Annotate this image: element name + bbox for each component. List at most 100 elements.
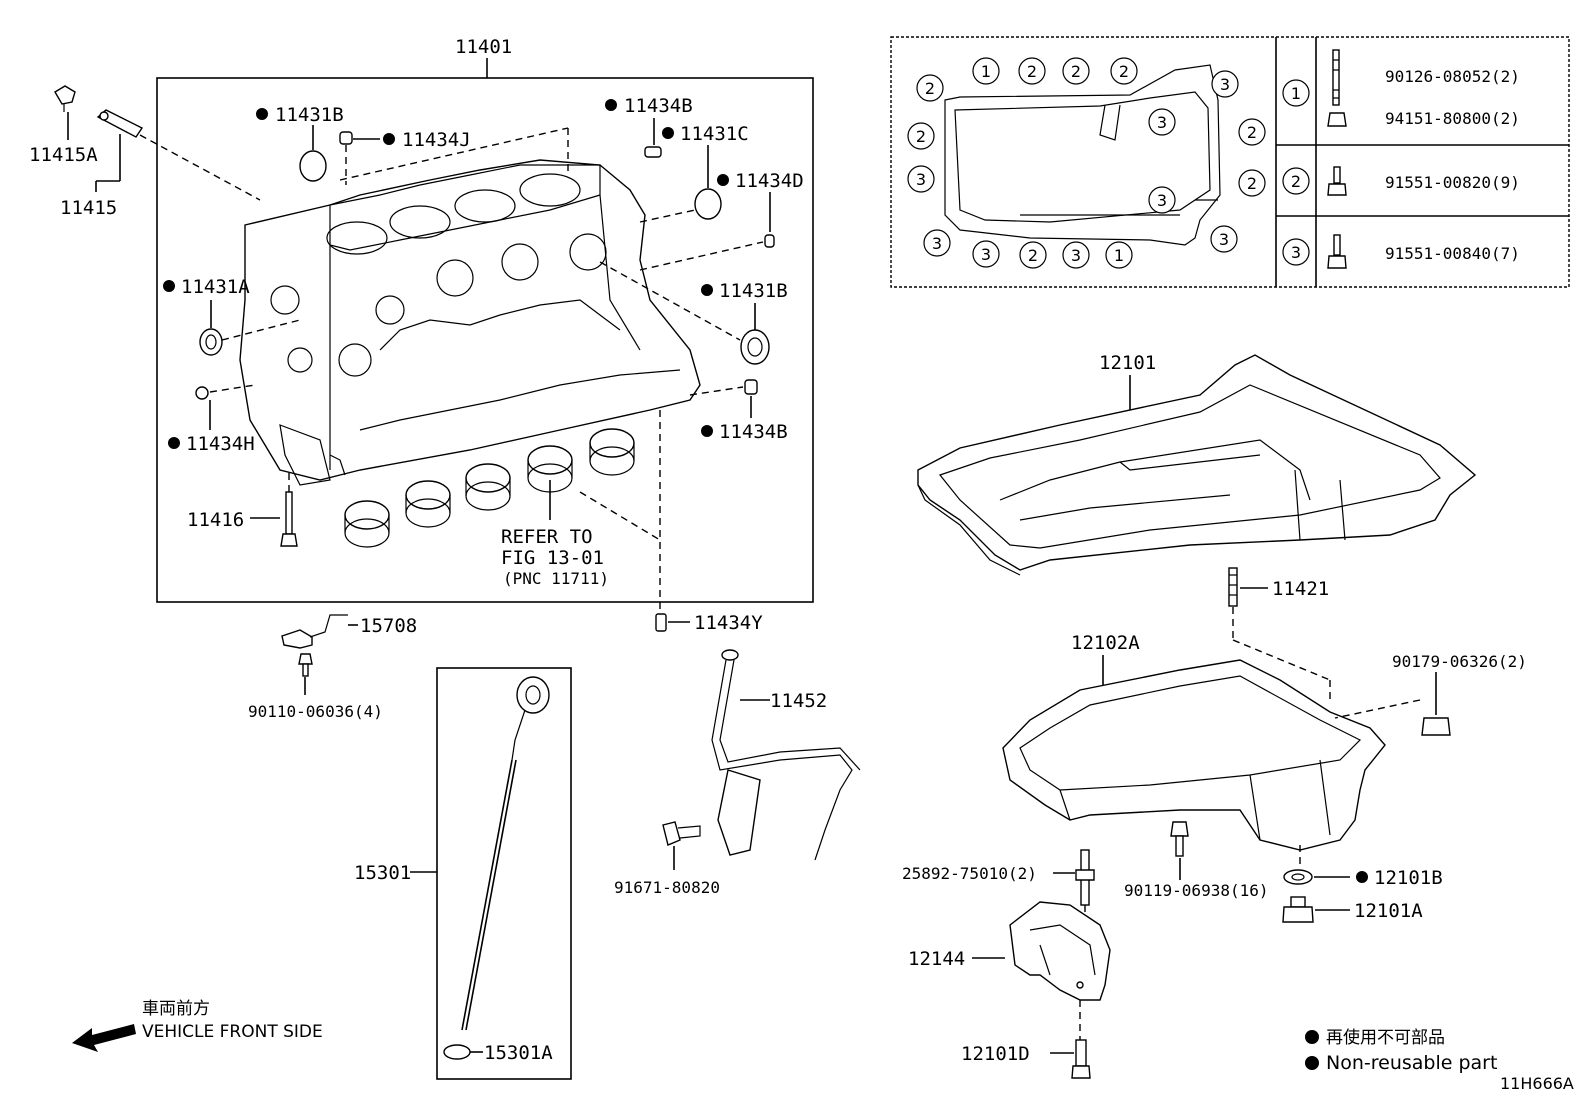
callout-11416: 11416 [187,509,244,531]
svg-text:2: 2 [925,79,935,98]
svg-text:3: 3 [1157,191,1167,210]
callout-11434B-top: 11434B [624,95,693,117]
bolt-91551-00840: 91551-00840(7) [1385,244,1520,263]
svg-text:2: 2 [916,127,926,146]
legend: 再使用不可部品 Non-reusable part [1305,1027,1497,1074]
part-11434B-top: 11434B [339,95,693,181]
callout-11452: 11452 [770,690,827,712]
svg-text:1: 1 [1114,246,1124,265]
part-11415-oil-jet: 11415A 11415 [29,85,261,219]
svg-text:1: 1 [1291,84,1301,103]
cylinder-block-illustration [239,159,701,486]
svg-text:3: 3 [932,234,942,253]
callout-11401: 11401 [455,36,512,58]
svg-text:2: 2 [1291,172,1301,191]
refer-note: REFER TO FIG 13-01 (PNC 11711) [501,410,661,610]
callout-11415A: 11415A [29,144,98,166]
legend-dot-icon-2 [1305,1056,1319,1070]
bolt-map-table: 2 1 2 2 2 3 2 3 2 3 3 3 2 2 1 3 3 3 1 90… [890,36,1570,288]
callout-12101D: 12101D [961,1043,1030,1065]
part-11431B-right: 11431B [599,261,788,365]
callout-12102A: 12102A [1071,632,1140,654]
callout-12144: 12144 [908,948,965,970]
callout-15708: 15708 [360,615,417,637]
part-90119-bolt: 90119-06938(16) [1124,821,1269,900]
svg-text:3: 3 [1219,230,1229,249]
front-side-en: VEHICLE FRONT SIDE [142,1022,323,1042]
bolt-94151: 94151-80800(2) [1385,109,1520,128]
callout-11431C: 11431C [680,123,749,145]
callout-90119: 90119-06938(16) [1124,881,1269,900]
part-12101A-drain-plug: 12101A [1282,896,1423,923]
part-11434H: 11434H [168,384,256,455]
callout-12101: 12101 [1099,352,1156,374]
callout-11434Y: 11434Y [694,612,763,634]
vehicle-front-side-indicator: 車両前方 VEHICLE FRONT SIDE [72,999,323,1052]
bolt-map-markers: 2 1 2 2 2 3 2 3 2 3 3 3 2 2 1 3 3 3 [907,57,1266,269]
cylinder-block-group: 11401 [29,36,814,610]
front-arrow-icon [72,1024,136,1052]
legend-jp: 再使用不可部品 [1326,1027,1445,1048]
part-11434D: 11434D [639,170,804,271]
part-11421-stud: 11421 [1228,567,1331,700]
callout-12101B: 12101B [1374,867,1443,889]
svg-text:2: 2 [1028,246,1038,265]
callout-11434J: 11434J [402,129,471,151]
svg-text:3: 3 [1071,246,1081,265]
refer-line-1: REFER TO [501,526,593,548]
callout-90179: 90179-06326(2) [1392,652,1527,671]
svg-text:3: 3 [1291,243,1301,262]
callout-25892: 25892-75010(2) [902,864,1037,883]
svg-text:2: 2 [1027,62,1037,81]
part-11431B-top: 11431B [256,104,344,182]
bolt-table-row-1: 1 90126-08052(2) 94151-80800(2) [1282,49,1520,128]
callout-11434H: 11434H [186,433,255,455]
callout-90110: 90110-06036(4) [248,702,383,721]
part-90179-nut: 90179-06326(2) [1334,652,1527,736]
bolt-90126: 90126-08052(2) [1385,67,1520,86]
bolt-table-row-3: 3 91551-00840(7) [1282,234,1520,269]
part-12101D-bolt: 12101D [961,1039,1091,1079]
part-12101B-gasket: 12101B [1283,845,1443,889]
svg-text:3: 3 [981,245,991,264]
svg-text:2: 2 [1119,62,1129,81]
refer-line-2: FIG 13-01 [501,547,604,569]
callout-11431B-right: 11431B [719,280,788,302]
svg-text:2: 2 [1247,174,1257,193]
part-15301-dipstick: 15301 15301A [354,667,572,1080]
legend-en: Non-reusable part [1326,1052,1497,1074]
legend-dot-icon [1305,1030,1319,1044]
callout-91671: 91671-80820 [614,878,720,897]
svg-text:2: 2 [1247,123,1257,142]
svg-text:2: 2 [1071,62,1081,81]
svg-text:3: 3 [916,170,926,189]
callout-11415: 11415 [60,197,117,219]
svg-text:1: 1 [981,62,991,81]
callout-11431A: 11431A [181,276,250,298]
svg-text:3: 3 [1157,113,1167,132]
part-12144-baffle: 12144 [908,901,1111,1040]
part-12101-oil-pan-upper: 12101 [917,352,1477,576]
part-11434B-right: 11434B [689,379,788,443]
figure-id: 11H666A [1500,1074,1574,1093]
callout-11421: 11421 [1272,578,1329,600]
refer-line-3: (PNC 11711) [503,569,609,588]
bolt-91551-00820: 91551-00820(9) [1385,173,1520,192]
part-11416-bolt: 11416 [187,470,298,547]
callout-12101A: 12101A [1354,900,1423,922]
callout-11434B-right: 11434B [719,421,788,443]
part-11431C: 11431C [639,123,749,223]
part-11434J: 11434J [339,129,471,185]
part-12102A-oil-pan-lower: 12102A [1002,632,1386,851]
part-15708: 15708 90110-06036(4) [248,614,417,721]
callout-11434D: 11434D [735,170,804,192]
callout-15301: 15301 [354,862,411,884]
front-side-jp: 車両前方 [142,999,210,1019]
callout-11431B-top: 11431B [275,104,344,126]
callout-15301A: 15301A [484,1042,553,1064]
bolt-table-row-2: 2 91551-00820(9) [1282,166,1520,196]
svg-text:3: 3 [1220,75,1230,94]
cylinder-block-frame [156,77,814,603]
main-bearings [344,428,635,548]
